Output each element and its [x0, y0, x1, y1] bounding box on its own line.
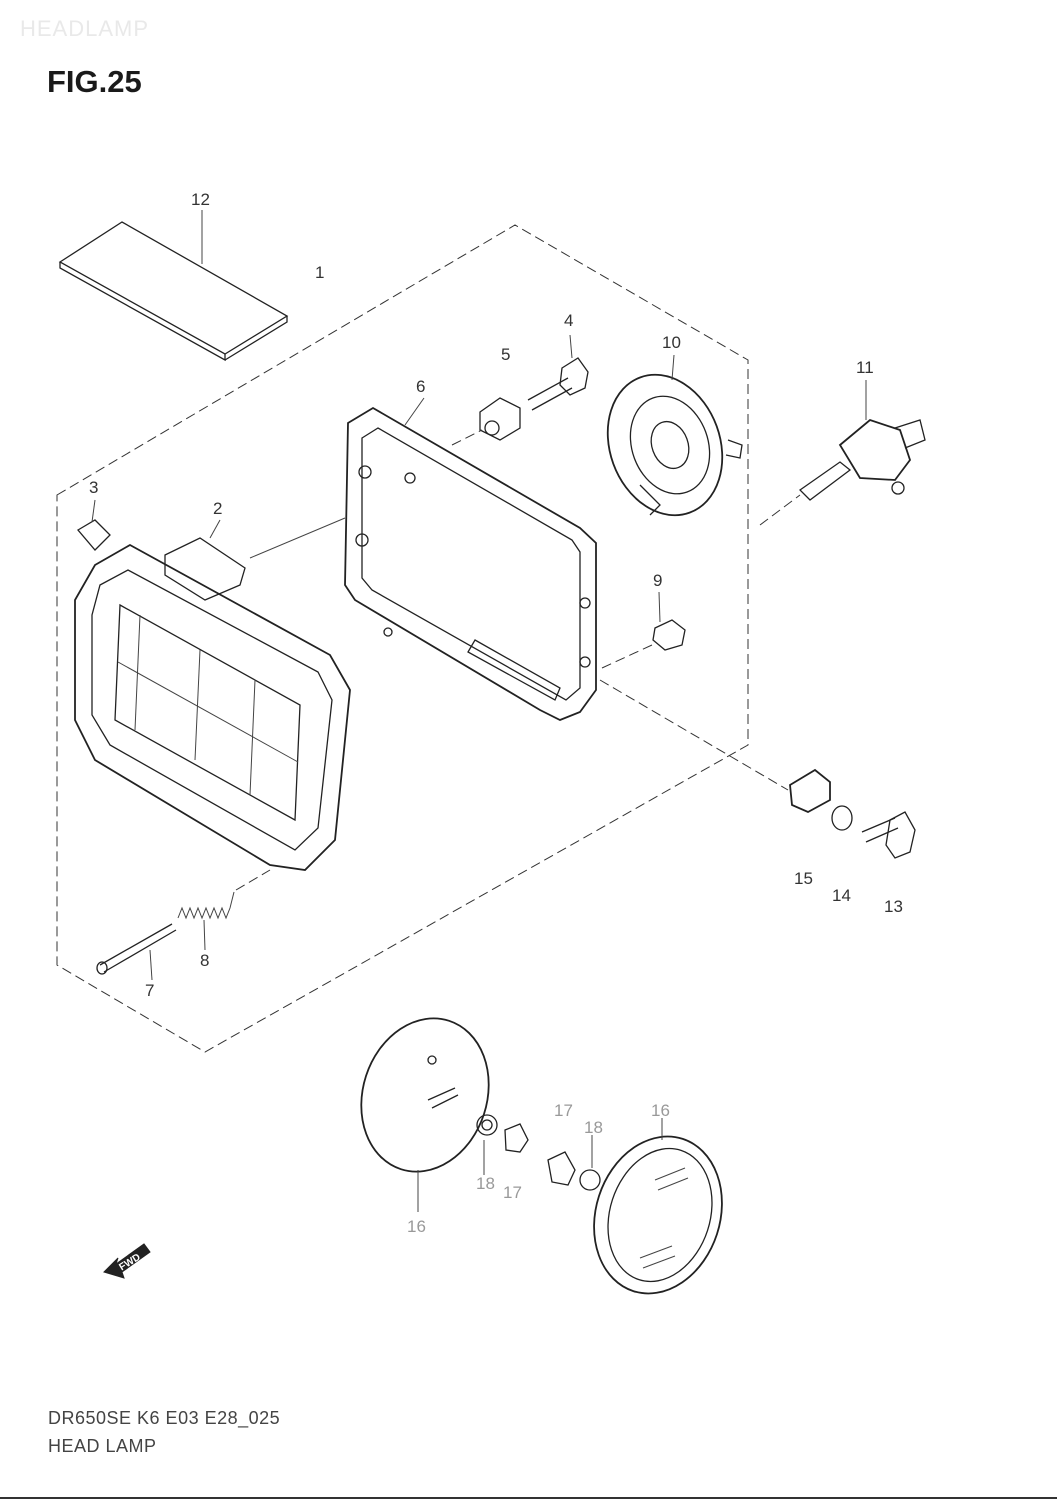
callout-13: 13 [884, 897, 903, 916]
part-11-bulb [759, 380, 926, 526]
callout-5: 5 [501, 345, 510, 364]
diagram-code: DR650SE K6 E03 E28_025 [48, 1408, 281, 1428]
callout-17-top: 17 [554, 1101, 573, 1120]
callout-15: 15 [794, 869, 813, 888]
assembly-boundary [56, 224, 749, 1053]
callout-14: 14 [832, 886, 851, 905]
diagram-name: HEAD LAMP [48, 1436, 157, 1456]
callout-9: 9 [653, 571, 662, 590]
part-8-spring-part-7-screw [96, 869, 271, 981]
callout-11: 11 [856, 358, 874, 377]
callout-2: 2 [213, 499, 222, 518]
callout-12: 12 [191, 190, 210, 209]
callout-16-bottom: 16 [407, 1217, 426, 1236]
callout-8: 8 [200, 951, 209, 970]
callout-16-top: 16 [651, 1101, 670, 1120]
part-9-nut [601, 591, 686, 669]
figure-title: FIG.25 [47, 64, 142, 99]
part-10-socket-cover [606, 354, 743, 517]
callout-3: 3 [89, 478, 98, 497]
callout-18-top: 18 [584, 1118, 603, 1137]
part-12-label-plate [58, 210, 289, 362]
part-5-4-adjuster [451, 334, 589, 446]
part-6-housing-frame [344, 397, 597, 721]
part-16-cap-assembly [360, 1017, 601, 1212]
callout-4: 4 [564, 311, 573, 330]
fwd-arrow-icon: FWD [103, 1243, 151, 1279]
callout-1: 1 [315, 263, 324, 282]
callout-18-bottom: 18 [476, 1174, 495, 1193]
part-16-large-cap [591, 1118, 723, 1295]
callout-10: 10 [662, 333, 681, 352]
section-watermark: HEADLAMP [20, 16, 150, 41]
callout-7: 7 [145, 981, 154, 1000]
part-2-headlamp-unit [74, 499, 351, 871]
part-15-14-13-mount [599, 679, 916, 859]
callout-6: 6 [416, 377, 425, 396]
page-bottom-rule [0, 1497, 1057, 1499]
callout-17-bottom: 17 [503, 1183, 522, 1202]
